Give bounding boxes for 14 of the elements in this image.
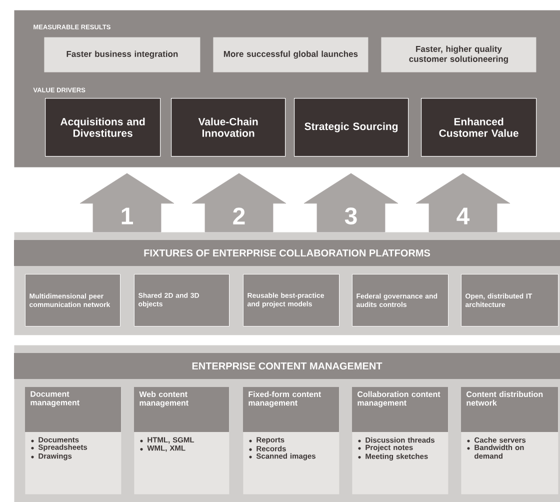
result-box: Faster, higher quality customer solutioneering [381,37,536,72]
driver-box: Acquisitions and Divestitures [45,98,161,157]
result-box: More successful global launches [213,37,368,72]
result-box: Faster business integration [44,37,200,72]
block-arrow [80,173,174,232]
driver-box: Enhanced Customer Value [421,98,537,157]
block-arrow [304,173,398,232]
driver-box: Strategic Sourcing [294,98,409,157]
driver-box: Value-Chain Innovation [171,98,286,157]
arrow-number: 4 [455,206,471,226]
arrow-number: 1 [119,206,135,226]
block-arrow [416,173,510,232]
arrow-number: 2 [231,206,247,226]
block-arrow [192,173,286,232]
